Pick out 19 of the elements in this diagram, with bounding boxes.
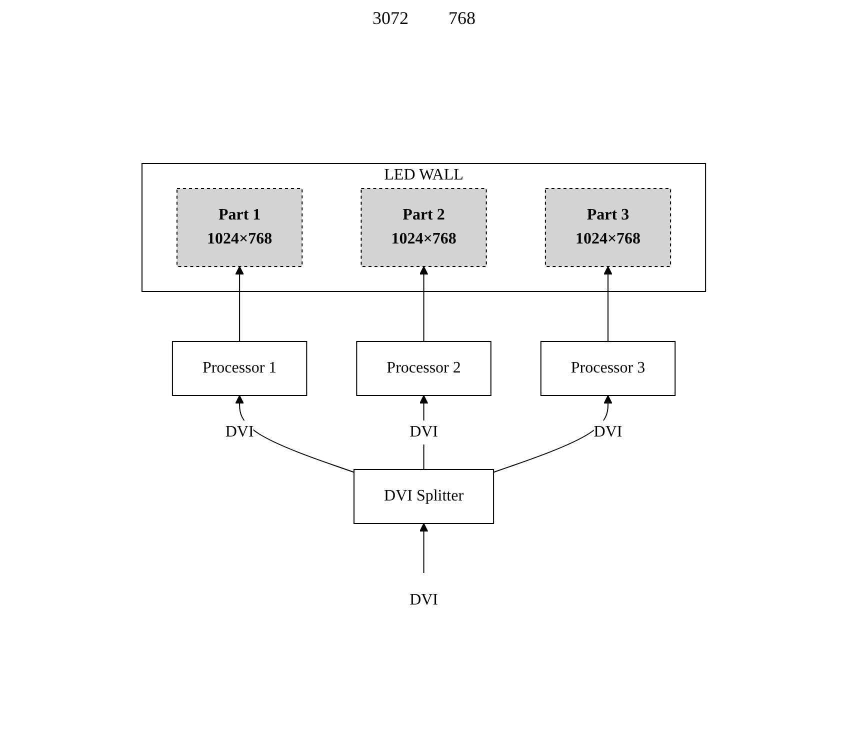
node-box: Part 3 1024×768: [545, 188, 672, 267]
edge-label: DVI: [226, 424, 254, 440]
arrow: [420, 523, 428, 574]
arrow: [235, 395, 355, 473]
node-box: Processor 1: [172, 341, 308, 396]
arrow: [493, 395, 613, 473]
edge-label: DVI: [594, 424, 622, 440]
node-text: DVI: [410, 592, 438, 608]
arrow: [235, 266, 244, 342]
arrow: [604, 266, 613, 342]
node-box: Part 1 1024×768: [176, 188, 303, 267]
arrow: [420, 266, 428, 342]
dimension-label: 768: [448, 8, 476, 29]
node-box: Processor 2: [356, 341, 492, 396]
node-box: Processor 3: [540, 341, 676, 396]
node-box: DVI Splitter: [354, 469, 494, 524]
dimension-label: 3072: [372, 8, 408, 29]
edge-label: DVI: [410, 424, 438, 440]
node-box: Part 2 1024×768: [360, 188, 488, 267]
